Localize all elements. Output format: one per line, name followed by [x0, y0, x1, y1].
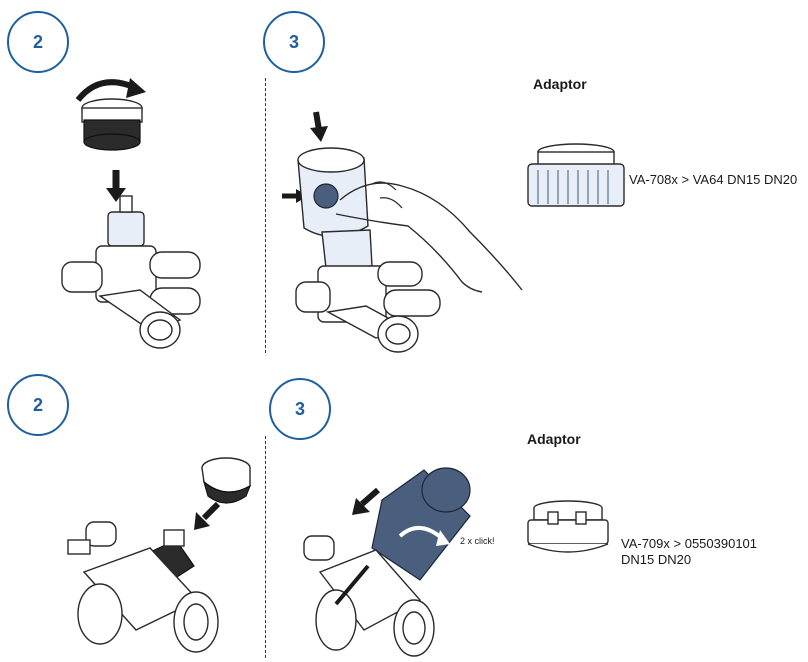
down-left-arrow-icon [194, 501, 221, 530]
valve-bottom-left [67, 521, 219, 653]
step-number-top-right: 3 [263, 11, 325, 73]
hand-icon [335, 181, 523, 293]
actuator-bottom-right [371, 467, 471, 581]
step-number-bottom-right: 3 [269, 378, 331, 440]
adaptor-caption-bottom-line2: DN15 DN20 [621, 552, 692, 567]
adaptor-heading-top: Adaptor [533, 76, 587, 92]
adaptor-heading-bottom: Adaptor [527, 431, 581, 447]
adaptor-ring-top-left [81, 98, 143, 151]
adaptor-ring-bottom-left [201, 457, 252, 504]
down-left-arrow-icon [352, 487, 380, 515]
step-number-top-left: 2 [7, 11, 69, 73]
actuator-top-right [297, 147, 373, 269]
down-arrow-icon [310, 111, 328, 142]
rotate-arrow-icon [75, 78, 146, 102]
valve-top-right [295, 261, 441, 353]
adaptor-caption-bottom-line1: VA-709x > 0550390101 [621, 536, 758, 551]
valve-bottom-right [303, 535, 435, 657]
adaptor-va708x-image [527, 143, 625, 207]
adaptor-va709x-image [527, 500, 609, 553]
divider-bottom [265, 436, 266, 658]
valve-top-left [61, 195, 201, 349]
down-arrow-icon [106, 170, 126, 202]
adaptor-caption-top: VA-708x > VA64 DN15 DN20 [629, 172, 798, 187]
click-note: 2 x click! [460, 536, 495, 546]
step-number-bottom-left: 2 [7, 374, 69, 436]
divider-top [265, 78, 266, 353]
